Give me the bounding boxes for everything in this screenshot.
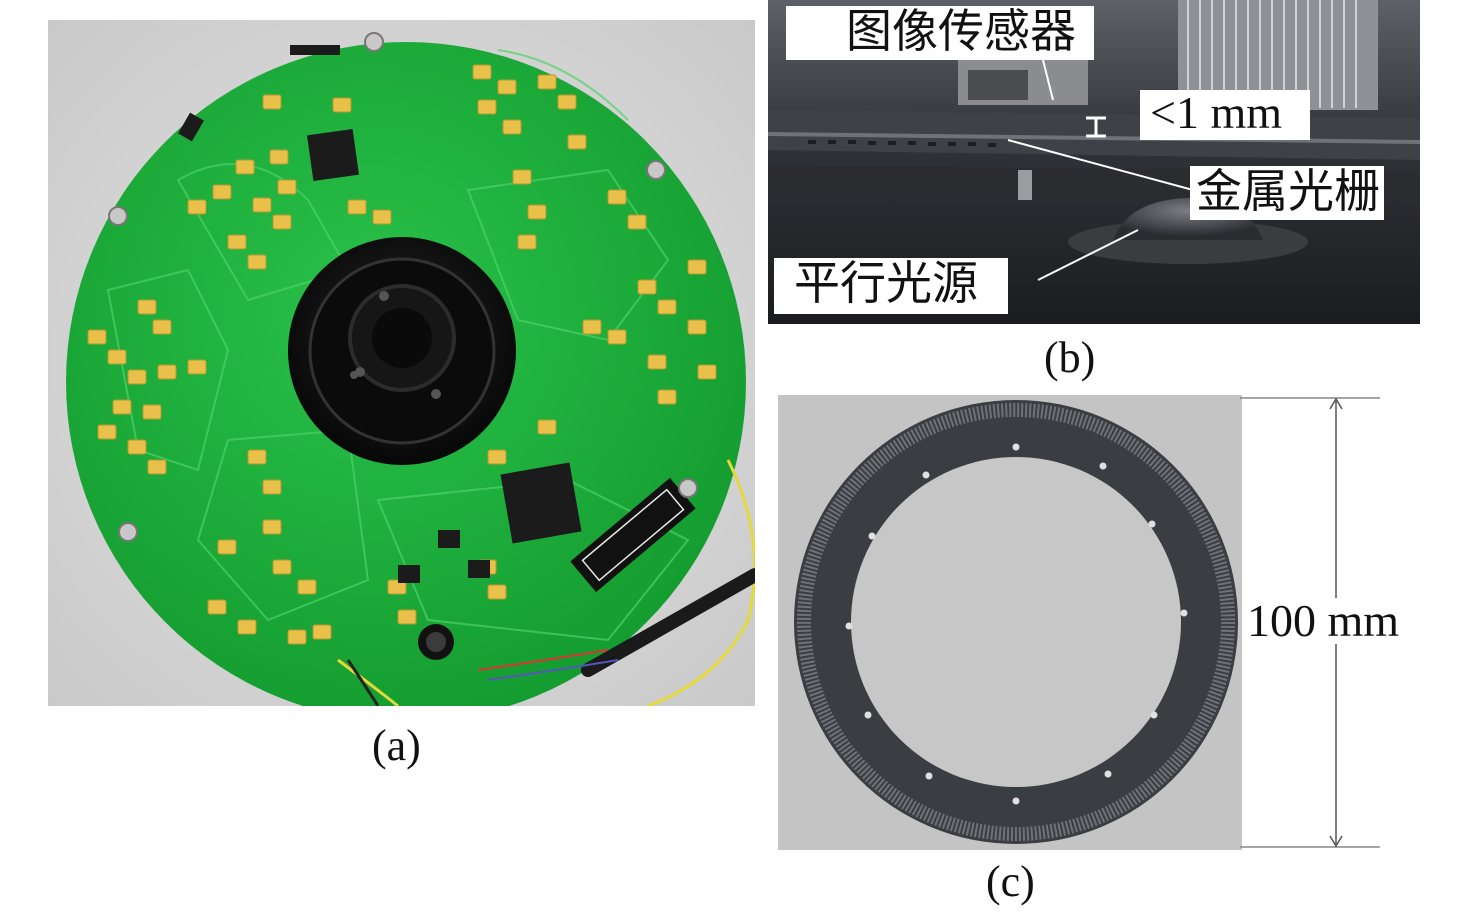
label-gap: <1 mm <box>1140 90 1311 140</box>
sensor-setup-photo: 图像传感器 <1 mm 金属光栅 平行光源 <box>768 0 1420 324</box>
label-image-sensor: 图像传感器 <box>786 6 1094 60</box>
caption-a: (a) <box>372 721 421 770</box>
pcb-illustration <box>48 20 755 706</box>
pcb-photo <box>48 20 755 706</box>
label-metal-grating: 金属光栅 <box>1190 166 1384 220</box>
caption-b: (b) <box>1044 333 1096 382</box>
label-parallel-light: 平行光源 <box>774 258 1008 314</box>
grating-disc <box>778 395 1242 850</box>
grating-disc-photo <box>778 395 1242 850</box>
grating-inner-hole <box>851 457 1181 787</box>
caption-c: (c) <box>986 857 1035 906</box>
dimension-label: 100 mm <box>1245 595 1402 646</box>
